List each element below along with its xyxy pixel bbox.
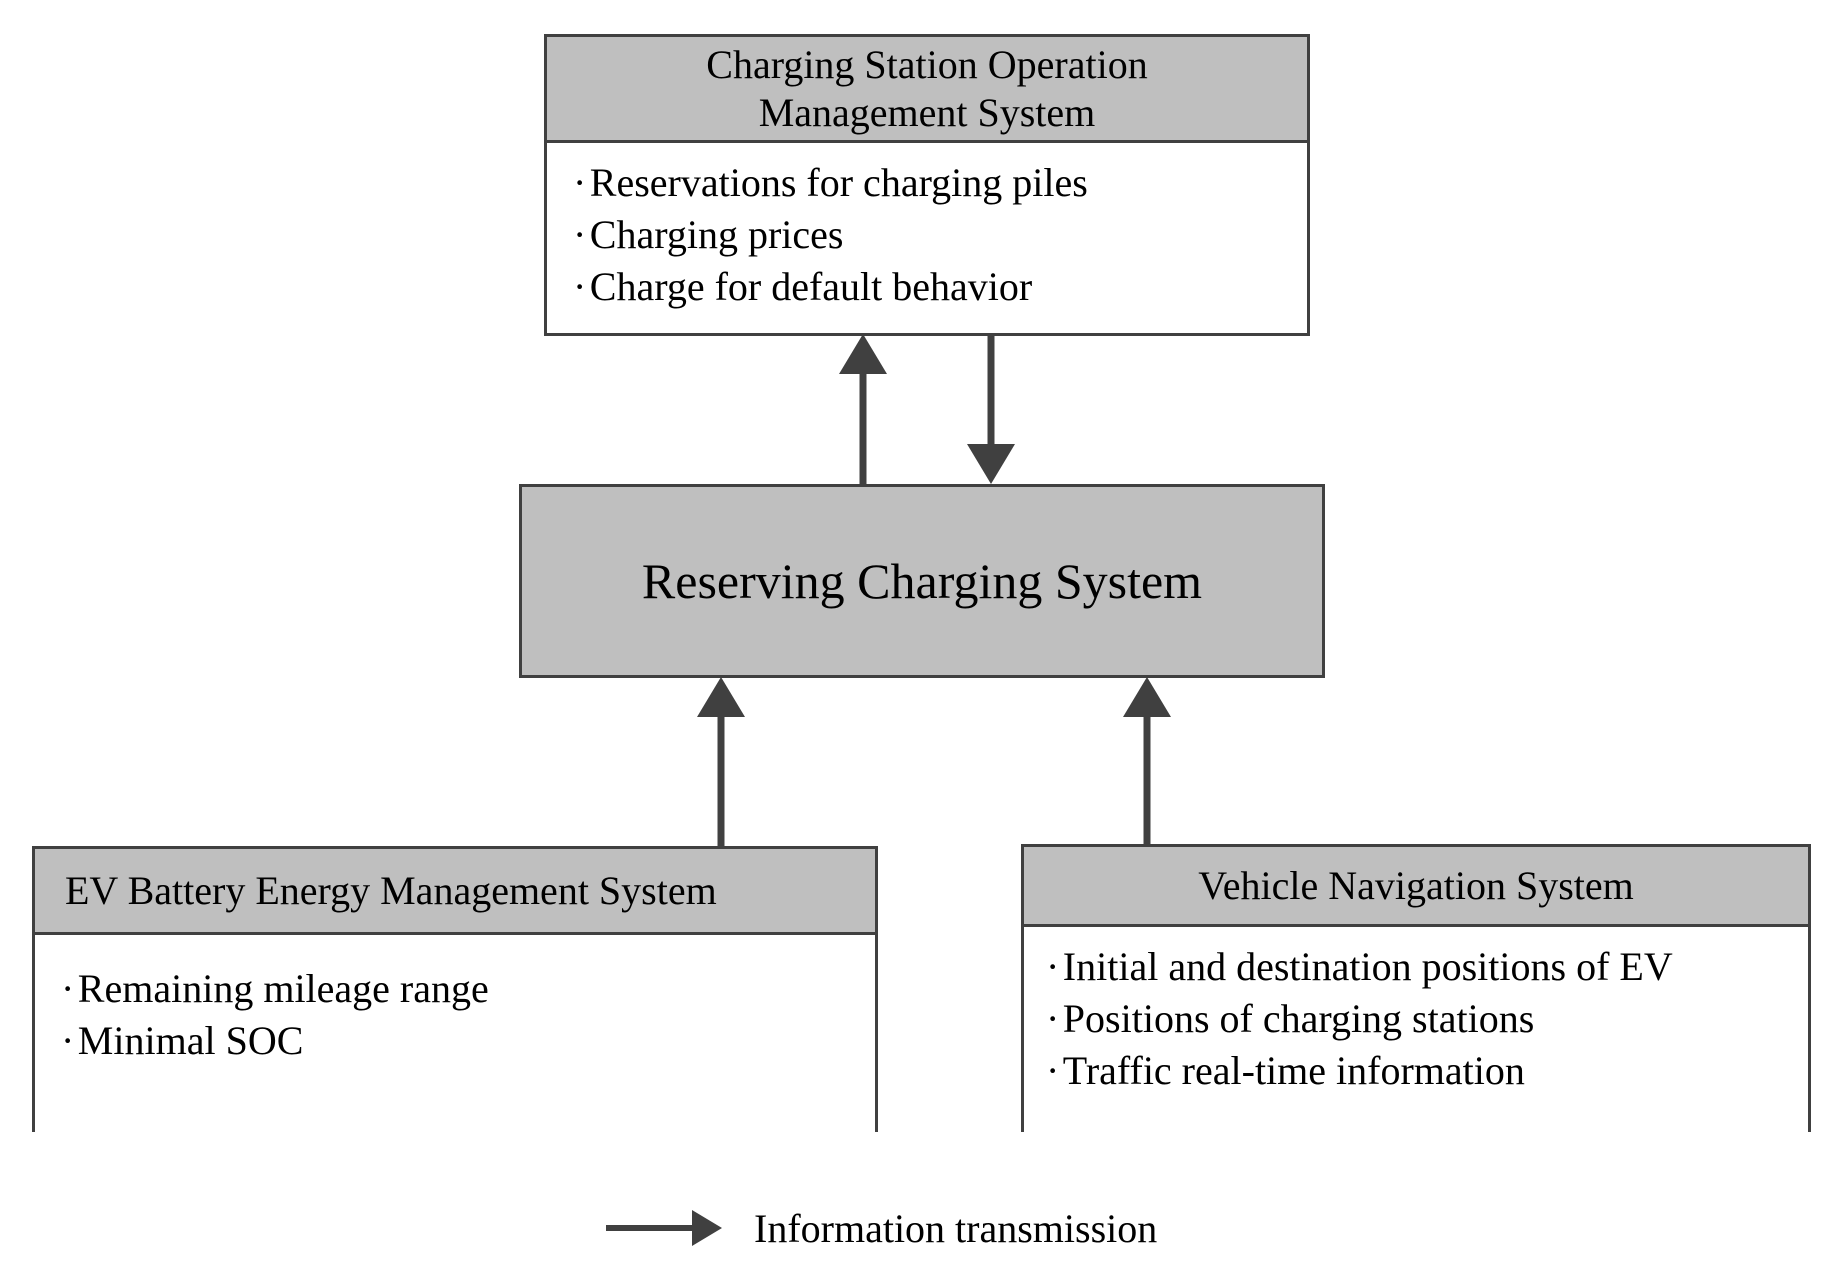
bullet-text: Positions of charging stations: [1062, 996, 1535, 1041]
bullet-dot-icon: ·: [61, 966, 75, 1011]
bullet-dot-icon: ·: [1046, 1048, 1060, 1093]
bullet-item: ·Initial and destination positions of EV: [1046, 941, 1808, 993]
bullet-dot-icon: ·: [573, 264, 587, 309]
node-title-line-1: Charging Station Operation: [706, 42, 1148, 88]
node-title-line-2: Management System: [758, 89, 1096, 135]
node-charging-station-operation-management-system: Charging Station Operation Management Sy…: [544, 34, 1310, 336]
node-vehicle-navigation-system: Vehicle Navigation System ·Initial and d…: [1021, 844, 1811, 1132]
bullet-dot-icon: ·: [573, 212, 587, 257]
arrow-charging-station-to-reserving: [967, 336, 1015, 484]
bullet-text: Reservations for charging piles: [589, 160, 1088, 205]
arrow-vehicle-navigation-to-reserving: [1123, 677, 1171, 844]
bullet-dot-icon: ·: [1046, 944, 1060, 989]
node-reserving-charging-system: Reserving Charging System: [519, 484, 1325, 678]
node-title-vehicle-navigation: Vehicle Navigation System: [1198, 862, 1634, 908]
bullet-item: ·Reservations for charging piles: [573, 157, 1307, 209]
bullet-item: ·Remaining mileage range: [61, 963, 875, 1015]
bullet-item: ·Charge for default behavior: [573, 261, 1307, 313]
node-header-charging-station: Charging Station Operation Management Sy…: [547, 37, 1307, 143]
legend-arrow-icon: [606, 1210, 722, 1246]
bullet-text: Charge for default behavior: [589, 264, 1033, 309]
legend: Information transmission: [606, 1200, 1157, 1256]
arrow-reserving-to-charging-station: [839, 334, 887, 484]
node-body-charging-station: ·Reservations for charging piles ·Chargi…: [547, 143, 1307, 333]
node-body-ev-battery: ·Remaining mileage range ·Minimal SOC: [35, 935, 875, 1132]
legend-label: Information transmission: [754, 1205, 1158, 1251]
node-title-reserving-charging-system: Reserving Charging System: [641, 553, 1203, 609]
node-header-ev-battery: EV Battery Energy Management System: [35, 849, 875, 935]
node-ev-battery-energy-management-system: EV Battery Energy Management System ·Rem…: [32, 846, 878, 1132]
bullet-text: Charging prices: [589, 212, 844, 257]
bullet-text: Traffic real-time information: [1062, 1048, 1525, 1093]
bullet-item: ·Traffic real-time information: [1046, 1045, 1808, 1097]
node-body-vehicle-navigation: ·Initial and destination positions of EV…: [1024, 927, 1808, 1132]
node-header-vehicle-navigation: Vehicle Navigation System: [1024, 847, 1808, 927]
bullet-dot-icon: ·: [573, 160, 587, 205]
bullet-item: ·Positions of charging stations: [1046, 993, 1808, 1045]
node-title-ev-battery: EV Battery Energy Management System: [65, 867, 717, 913]
bullet-dot-icon: ·: [1046, 996, 1060, 1041]
bullet-text: Initial and destination positions of EV: [1062, 944, 1673, 989]
arrow-ev-battery-to-reserving: [697, 677, 745, 846]
bullet-dot-icon: ·: [61, 1018, 75, 1063]
bullet-item: ·Minimal SOC: [61, 1015, 875, 1067]
bullet-text: Remaining mileage range: [77, 966, 489, 1011]
bullet-item: ·Charging prices: [573, 209, 1307, 261]
bullet-text: Minimal SOC: [77, 1018, 304, 1063]
